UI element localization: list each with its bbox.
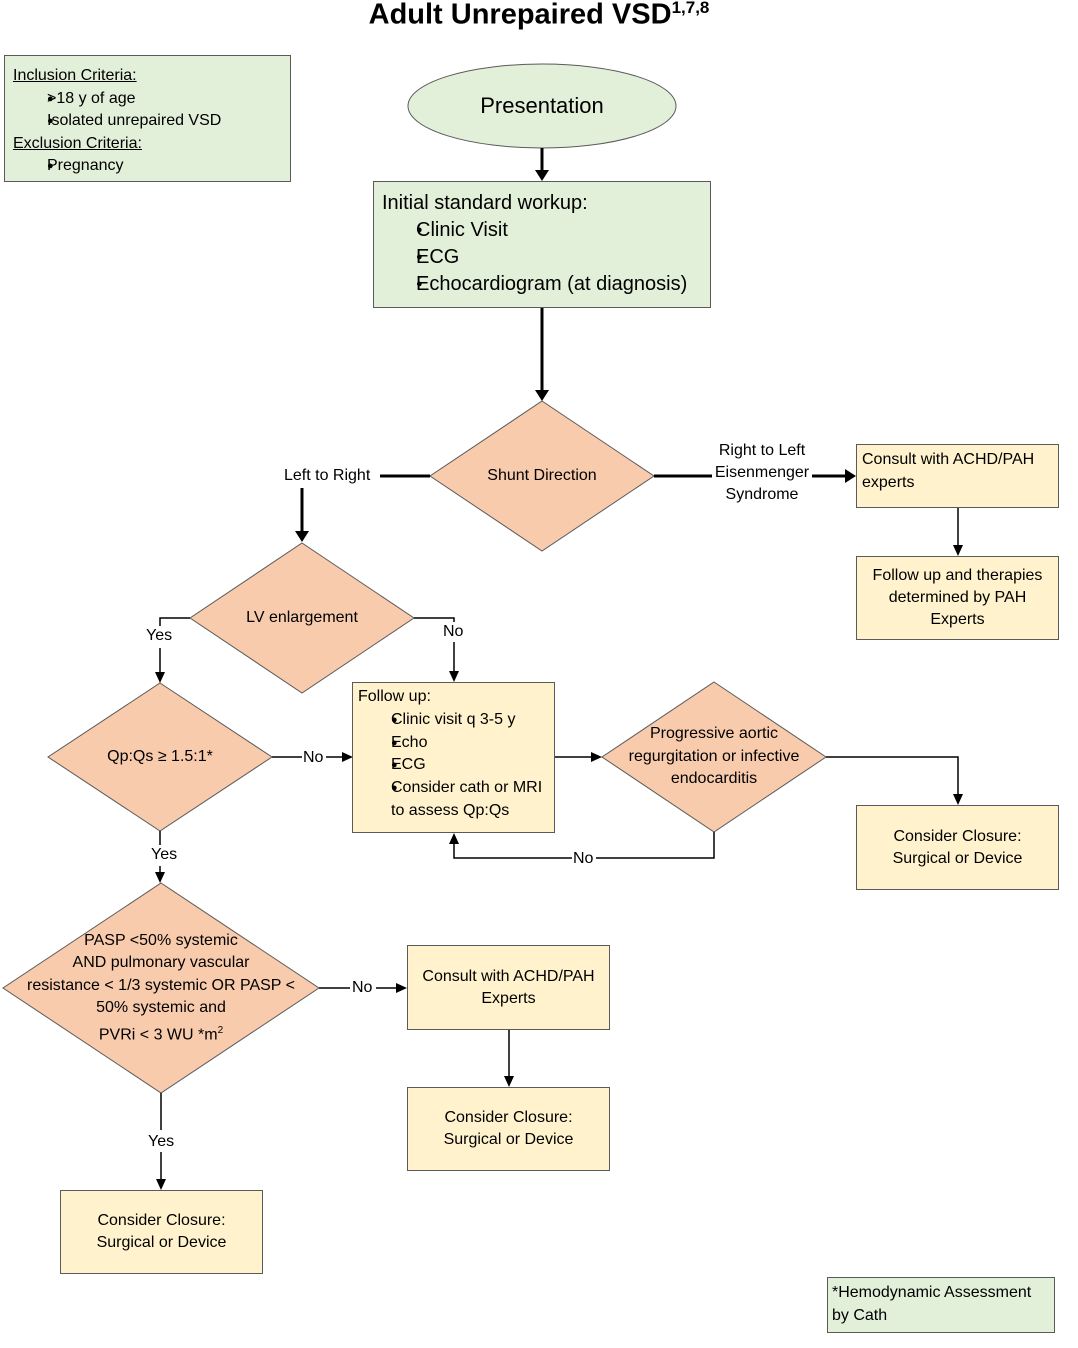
qpqs-node: Qp:Qs ≥ 1.5:1* xyxy=(60,743,260,771)
consider-closure-bottom-box: Consider Closure: Surgical or Device xyxy=(60,1190,263,1274)
inclusion-list: >18 y of age Isolated unrepaired VSD xyxy=(13,88,290,133)
edge-ar-closure xyxy=(826,756,959,797)
footnote-box: *Hemodynamic Assessment by Cath xyxy=(827,1277,1055,1333)
edge-label-right-to-left-line: Syndrome xyxy=(725,486,799,503)
follow-up-pah-box: Follow up and therapies determined by PA… xyxy=(856,556,1059,640)
workup-item-text: ECG xyxy=(416,246,460,268)
pasp-line: PVRi < 3 WU *m2 xyxy=(99,1020,223,1047)
edge-label-right-to-left-line: Eisenmenger xyxy=(714,464,810,481)
follow-up-item-text: ECG xyxy=(391,756,426,774)
follow-up-item-text: Echo xyxy=(391,733,428,751)
pasp-node: PASP <50% systemic AND pulmonary vascula… xyxy=(10,930,312,1046)
edge-lv-yes xyxy=(159,617,190,626)
consider-closure-right-label: Consider Closure: Surgical or Device xyxy=(892,827,1023,867)
edge-label-qpqs-yes: Yes xyxy=(151,846,178,863)
page-title: Adult Unrepaired VSD1,7,8 xyxy=(0,0,1078,32)
consult-achd-pah-box-2: Consult with ACHD/PAH Experts xyxy=(407,945,610,1030)
shunt-direction-node: Shunt Direction xyxy=(440,462,644,490)
pasp-line: AND pulmonary vascular xyxy=(72,954,250,972)
exclusion-item: Pregnancy xyxy=(13,155,290,178)
inclusion-item: >18 y of age xyxy=(13,88,290,111)
inclusion-item-text: >18 y of age xyxy=(47,89,136,107)
pasp-line: PASP <50% systemic xyxy=(84,931,238,949)
lv-enlargement-diamond xyxy=(189,542,415,694)
edge-label-ar-no: No xyxy=(573,850,594,867)
edge-lv-no xyxy=(414,617,455,622)
workup-box: Initial standard workup: Clinic Visit EC… xyxy=(373,181,711,308)
criteria-box: Inclusion Criteria: >18 y of age Isolate… xyxy=(4,55,291,182)
follow-up-item: ECG xyxy=(358,754,554,777)
footnote-text: *Hemodynamic Assessment by Cath xyxy=(832,1284,1032,1324)
edge-label-pasp-no: No xyxy=(352,979,373,996)
edge-ar-no-b xyxy=(453,840,572,859)
exclusion-item-text: Pregnancy xyxy=(47,157,124,174)
edge-label-right-to-left: Right to Left Eisenmenger Syndrome xyxy=(711,440,813,506)
progressive-ar-node: Progressive aortic regurgitation or infe… xyxy=(614,722,814,792)
follow-up-item: Consider cath or MRI to assess Qp:Qs xyxy=(358,777,554,823)
consider-closure-right-box: Consider Closure: Surgical or Device xyxy=(856,805,1059,890)
shunt-direction-diamond xyxy=(429,400,655,552)
pasp-line: resistance < 1/3 systemic OR PASP < xyxy=(27,976,295,994)
consider-closure-middle-label: Consider Closure: Surgical or Device xyxy=(443,1109,574,1148)
edge-label-qpqs-no: No xyxy=(303,749,324,766)
qpqs-label: Qp:Qs ≥ 1.5:1* xyxy=(107,747,213,765)
edge-label-left-to-right: Left to Right xyxy=(284,467,371,484)
workup-item-text: Echocardiogram (at diagnosis) xyxy=(416,273,688,295)
progressive-ar-label: Progressive aortic regurgitation or infe… xyxy=(628,725,800,788)
edge-label-lv-no: No xyxy=(443,623,464,640)
follow-up-pah-label: Follow up and therapies determined by PA… xyxy=(872,567,1043,628)
workup-item: Clinic Visit xyxy=(382,217,710,244)
edge-ar-no xyxy=(596,832,715,859)
pasp-line5-sup: 2 xyxy=(217,1024,224,1036)
exclusion-heading: Exclusion Criteria: xyxy=(13,134,142,152)
consider-closure-bottom-label: Consider Closure: Surgical or Device xyxy=(96,1212,227,1251)
shunt-direction-label: Shunt Direction xyxy=(487,466,597,484)
presentation-label: Presentation xyxy=(480,92,604,118)
workup-item-text: Clinic Visit xyxy=(416,219,508,241)
workup-list: Clinic Visit ECG Echocardiogram (at diag… xyxy=(382,217,710,298)
pasp-line5-text: PVRi < 3 WU *m xyxy=(98,1025,218,1043)
edge-label-right-to-left-line: Right to Left xyxy=(718,442,806,459)
edge-label-lv-yes: Yes xyxy=(146,627,173,644)
follow-up-item: Clinic visit q 3-5 y xyxy=(358,709,554,732)
inclusion-heading: Inclusion Criteria: xyxy=(13,67,137,84)
presentation-node: Presentation xyxy=(408,84,676,128)
follow-up-list: Clinic visit q 3-5 y Echo ECG Consider c… xyxy=(358,709,554,823)
pasp-line: 50% systemic and xyxy=(96,999,226,1017)
lv-enlargement-label: LV enlargement xyxy=(246,608,358,626)
consider-closure-middle-box: Consider Closure: Surgical or Device xyxy=(407,1087,610,1171)
workup-item: ECG xyxy=(382,244,710,271)
exclusion-list: Pregnancy xyxy=(13,155,290,178)
inclusion-item: Isolated unrepaired VSD xyxy=(13,110,290,133)
follow-up-heading: Follow up: xyxy=(358,688,431,705)
follow-up-item-text: Clinic visit q 3-5 y xyxy=(391,710,516,728)
inclusion-item-text: Isolated unrepaired VSD xyxy=(47,112,222,129)
consult-achd-pah-box-1: Consult with ACHD/PAH experts xyxy=(856,444,1059,508)
follow-up-item-text: Consider cath or MRI to assess Qp:Qs xyxy=(391,779,543,819)
page-title-text: Adult Unrepaired VSD xyxy=(368,0,672,31)
workup-heading: Initial standard workup: xyxy=(382,192,588,214)
consult-achd-pah-1-label: Consult with ACHD/PAH experts xyxy=(862,451,1035,491)
follow-up-item: Echo xyxy=(358,732,554,755)
workup-item: Echocardiogram (at diagnosis) xyxy=(382,271,710,298)
consult-achd-pah-2-label: Consult with ACHD/PAH Experts xyxy=(422,967,595,1007)
lv-enlargement-node: LV enlargement xyxy=(200,604,404,632)
follow-up-box: Follow up: Clinic visit q 3-5 y Echo ECG… xyxy=(352,682,555,833)
edge-label-pasp-yes: Yes xyxy=(148,1133,175,1150)
page-title-superscript: 1,7,8 xyxy=(671,0,710,17)
